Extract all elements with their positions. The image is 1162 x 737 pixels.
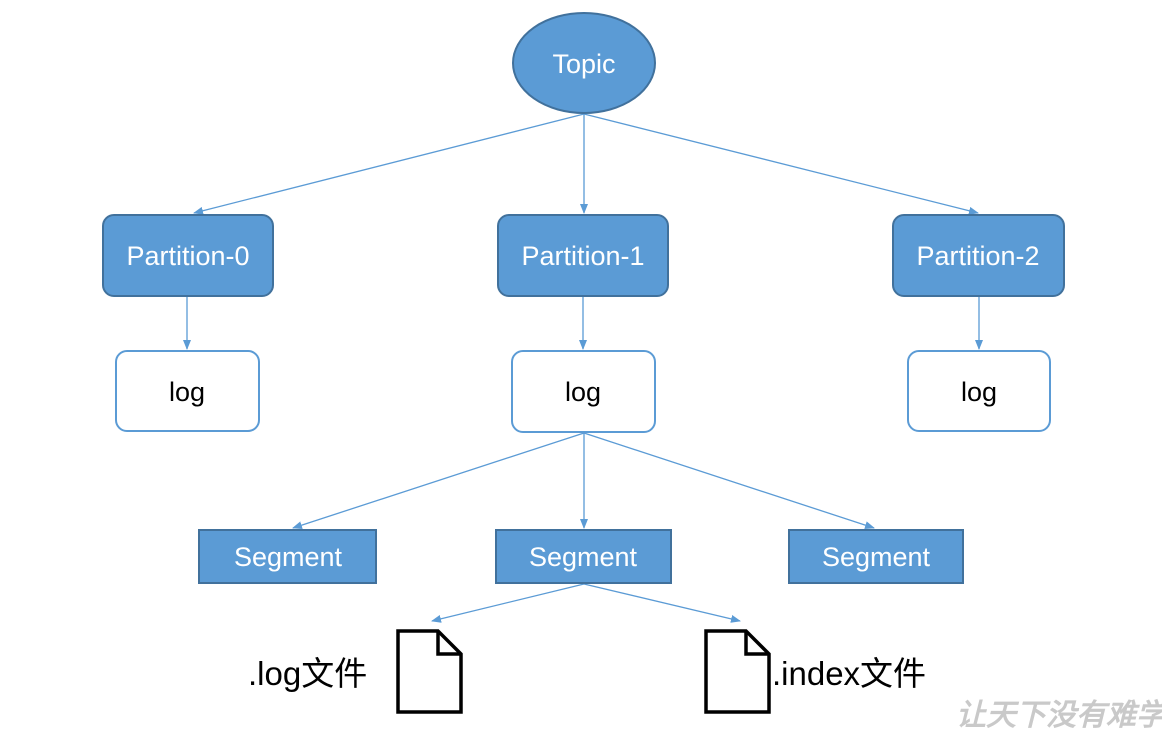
index-file-node: .index文件: [704, 629, 926, 714]
edge-topic-partition-2: [583, 113, 979, 215]
log-node: log: [115, 350, 260, 432]
edge-log-segment-2: [583, 432, 875, 529]
edges: [183, 113, 983, 623]
topic-node: Topic: [512, 12, 656, 114]
partition-node: Partition-1: [497, 214, 669, 297]
edge-segment-logfile: [431, 583, 585, 623]
partition-label: Partition-2: [916, 241, 1039, 271]
log-file-label: .log文件: [248, 655, 367, 692]
log-node: log: [511, 350, 656, 433]
topic-label: Topic: [552, 49, 615, 79]
partition-label: Partition-1: [521, 241, 644, 271]
edge-log-segment-0: [292, 432, 585, 530]
edge-segment-indexfile: [583, 583, 741, 623]
segment-node: Segment: [198, 529, 377, 584]
edge-topic-partition-0: [193, 113, 585, 215]
log-label: log: [169, 377, 205, 407]
segment-label: Segment: [822, 542, 931, 572]
segment-label: Segment: [529, 542, 638, 572]
file-icon: [396, 629, 463, 714]
partition-label: Partition-0: [126, 241, 249, 271]
log-file-node: .log文件: [248, 629, 463, 714]
log-label: log: [961, 377, 997, 407]
watermark: 让天下没有难学: [956, 698, 1162, 733]
file-icon: [704, 629, 771, 714]
partition-node: Partition-2: [892, 214, 1065, 297]
segment-label: Segment: [234, 542, 343, 572]
index-file-label: .index文件: [772, 655, 926, 692]
segment-node: Segment: [495, 529, 672, 584]
segment-node: Segment: [788, 529, 964, 584]
partition-node: Partition-0: [102, 214, 274, 297]
log-node: log: [907, 350, 1051, 432]
log-label: log: [565, 377, 601, 407]
